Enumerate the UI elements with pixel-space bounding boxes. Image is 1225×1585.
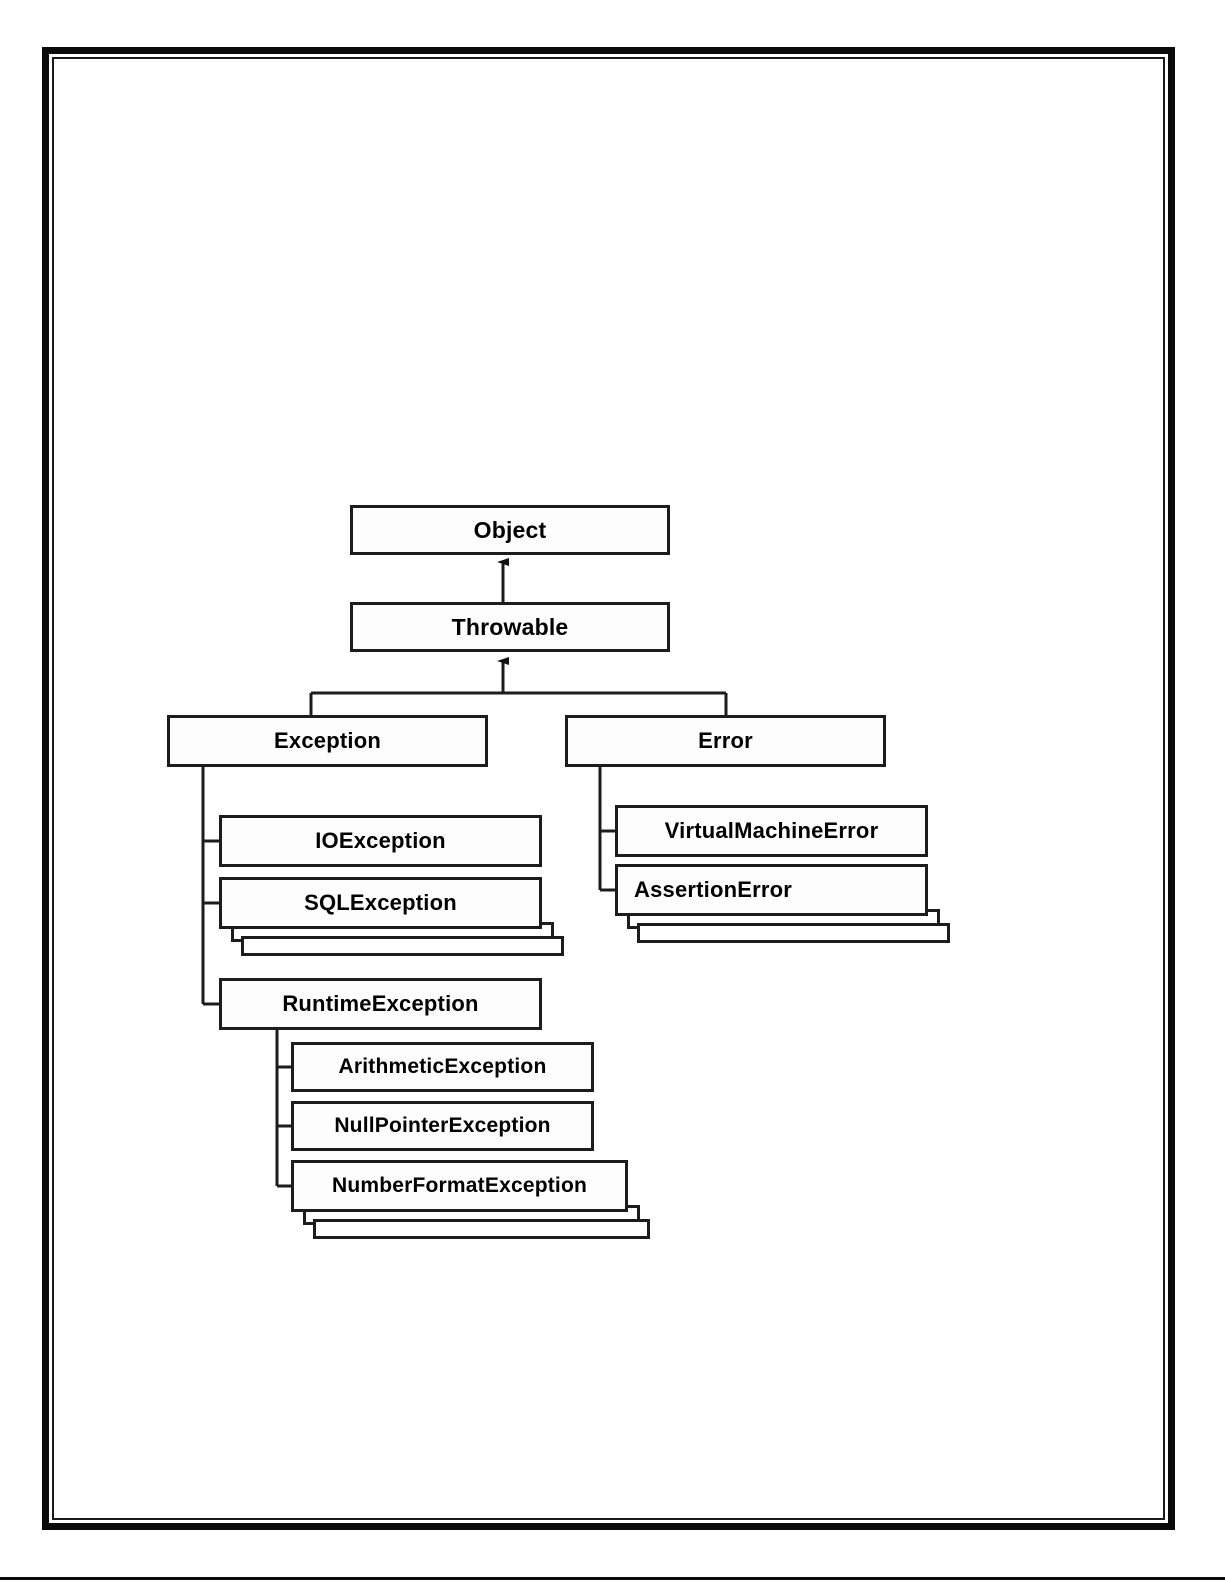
class-label: NullPointerException [334,1114,551,1137]
class-label: VirtualMachineError [664,818,879,843]
class-label: RuntimeException [282,991,479,1016]
class-label: Throwable [451,613,569,640]
class-box-numberformatexception[interactable]: NumberFormatException [291,1160,628,1212]
class-box-nullpointerexception[interactable]: NullPointerException [291,1101,594,1151]
class-label: Object [473,516,547,543]
page-bottom-rule [0,1577,1225,1580]
class-label: SQLException [304,890,457,915]
class-box-throwable[interactable]: Throwable [350,602,670,652]
class-box-runtimeexception[interactable]: RuntimeException [219,978,542,1030]
class-label: NumberFormatException [331,1174,588,1197]
class-label: ArithmeticException [338,1055,547,1078]
stack-plate [313,1219,650,1239]
stack-plate [637,923,950,943]
class-box-error[interactable]: Error [565,715,886,767]
class-box-assertionerror[interactable]: AssertionError [615,864,928,916]
class-box-ioexception[interactable]: IOException [219,815,542,867]
class-label: Exception [274,728,381,753]
page-frame-outer [42,47,1175,1530]
class-label: AssertionError [634,877,793,902]
class-box-sqlexception[interactable]: SQLException [219,877,542,929]
class-box-virtualmachineerror[interactable]: VirtualMachineError [615,805,928,857]
page-frame-inner [52,57,1165,1520]
class-label: Error [698,728,753,753]
class-box-arithmeticexception[interactable]: ArithmeticException [291,1042,594,1092]
class-box-object[interactable]: Object [350,505,670,555]
class-box-exception[interactable]: Exception [167,715,488,767]
stack-plate [241,936,564,956]
class-label: IOException [315,828,446,853]
